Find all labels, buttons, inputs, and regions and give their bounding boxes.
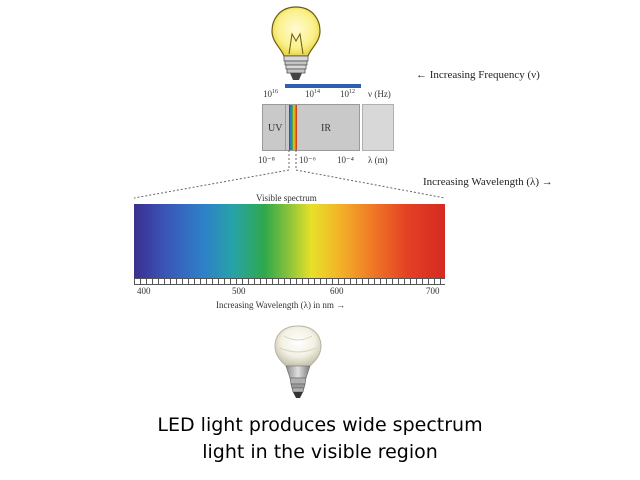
spectrum-tick: 500 bbox=[232, 286, 246, 296]
em-spectrum-bar: UV IR bbox=[262, 104, 360, 151]
em-spectrum-bar-extension bbox=[362, 104, 394, 151]
frequency-axis-label: ← Increasing Frequency (ν) bbox=[416, 69, 540, 81]
spectrum-axis-label: Increasing Wavelength (λ) in nm → bbox=[216, 300, 346, 310]
frequency-tick: 1012 bbox=[340, 89, 355, 99]
frequency-highlight-bar bbox=[285, 84, 361, 88]
wavelength-tick: 10⁻⁸ bbox=[258, 155, 275, 165]
frequency-tick: 1014 bbox=[305, 89, 320, 99]
wavelength-axis-label: Increasing Wavelength (λ) → bbox=[423, 176, 553, 188]
spectrum-tick: 700 bbox=[426, 286, 440, 296]
spectrum-tick: 400 bbox=[137, 286, 151, 296]
spectrum-ruler bbox=[134, 278, 445, 285]
zoom-guide-lines bbox=[133, 150, 446, 199]
frequency-tick: 1016 bbox=[263, 89, 278, 99]
visible-spectrum-bar bbox=[134, 204, 445, 278]
visible-band-strip bbox=[289, 105, 297, 150]
ir-label: IR bbox=[321, 123, 331, 134]
uv-label: UV bbox=[268, 123, 283, 134]
visible-spectrum-title: Visible spectrum bbox=[256, 193, 317, 203]
spectrum-tick: 600 bbox=[330, 286, 344, 296]
wavelength-tick: 10⁻⁴ bbox=[337, 155, 354, 165]
led-bulb-icon bbox=[274, 325, 322, 398]
incandescent-bulb-icon bbox=[271, 6, 321, 80]
wavelength-unit: λ (m) bbox=[368, 155, 388, 165]
uv-boundary bbox=[285, 105, 286, 150]
caption-line-1: LED light produces wide spectrum bbox=[157, 414, 483, 436]
caption-line-2: light in the visible region bbox=[202, 441, 438, 463]
wavelength-tick: 10⁻⁶ bbox=[299, 155, 316, 165]
frequency-unit: ν (Hz) bbox=[368, 89, 391, 99]
